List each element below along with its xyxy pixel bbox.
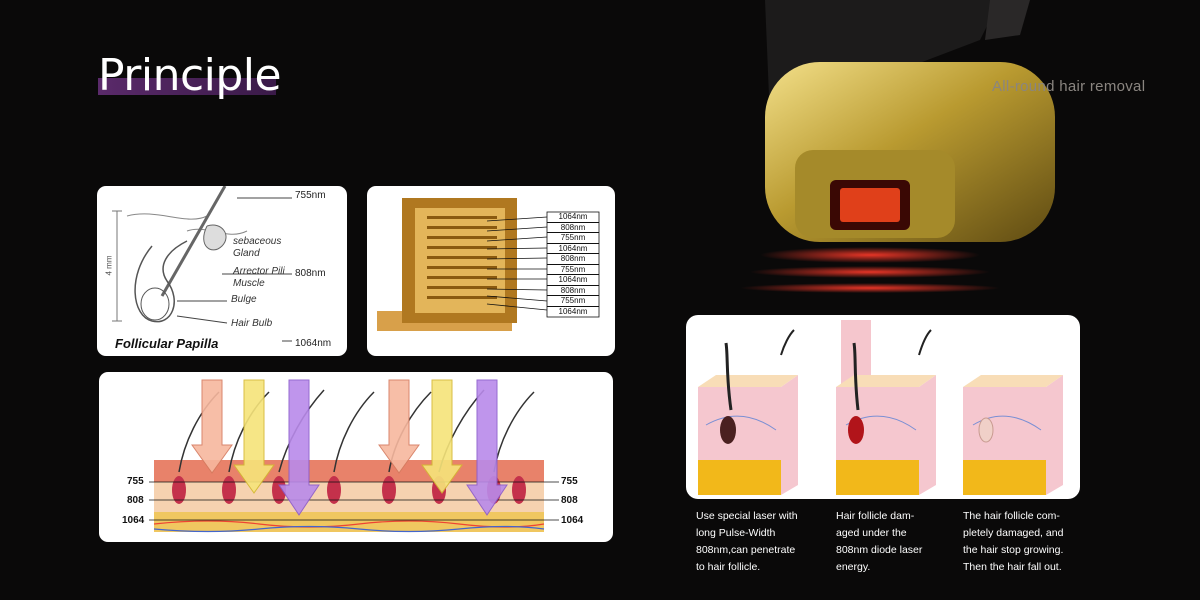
label-1064nm: 1064nm [295, 338, 332, 349]
caption-stage-3: The hair follicle com- pletely damaged, … [963, 510, 1064, 573]
treatment-stages-illustration [698, 320, 1063, 495]
depth-label-1064-left: 1064 [122, 515, 145, 526]
skin-layers-diagram [149, 379, 559, 533]
wavelength-cell: 1064nm [547, 244, 599, 254]
page-title-block: Principle [98, 48, 288, 108]
stage-1 [698, 329, 798, 495]
diode-stack-card: 1064nm 808nm 755nm 1064nm 808nm 755nm 10… [367, 186, 615, 356]
depth-label-1064-right: 1064 [561, 515, 584, 526]
tagline: All-round hair removal [992, 78, 1146, 95]
caption-stage-1: Use special laser with long Pulse-Width … [696, 510, 798, 573]
wavelength-cell: 755nm [547, 233, 599, 244]
wavelength-cell: 1064nm [547, 212, 599, 223]
label-muscle: Muscle [233, 278, 265, 289]
wavelength-cell: 1064nm [547, 275, 599, 286]
wavelength-cell: 755nm [547, 296, 599, 307]
stage-2 [836, 320, 936, 495]
wavelength-cell: 808nm [547, 223, 599, 233]
stage-3 [963, 375, 1063, 495]
wavelength-cell: 755nm [547, 265, 599, 275]
diode-stack-illustration [377, 198, 600, 331]
laser-handpiece [740, 0, 1055, 293]
treatment-stages-card [686, 315, 1080, 499]
label-gland: Gland [233, 248, 260, 259]
wavelength-cell: 808nm [547, 286, 599, 296]
depth-label-755-right: 755 [561, 476, 578, 487]
label-bulge: Bulge [231, 294, 257, 305]
follicle-anatomy-card: 755nm sebaceous Gland Arrector Pili Musc… [97, 186, 347, 356]
label-755nm: 755nm [295, 190, 326, 201]
label-follicular-papilla: Follicular Papilla [115, 336, 219, 351]
label-arrector-pili: Arrector Pili [233, 266, 285, 277]
title-underline [98, 78, 276, 95]
penetration-depth-card: 755 808 1064 755 808 1064 [99, 372, 613, 542]
depth-label-755-left: 755 [127, 476, 144, 487]
caption-stage-2: Hair follicle dam- aged under the 808nm … [836, 510, 923, 573]
label-sebaceous: sebaceous [233, 236, 282, 247]
depth-label-808-right: 808 [561, 495, 578, 506]
label-4mm: 4 mm [104, 255, 114, 276]
label-hair-bulb: Hair Bulb [231, 318, 273, 329]
wavelength-list: 1064nm 808nm 755nm 1064nm 808nm 755nm 10… [547, 212, 599, 317]
wavelength-cell: 1064nm [558, 306, 588, 316]
wavelength-cell: 808nm [547, 254, 599, 265]
label-808nm: 808nm [295, 268, 326, 279]
depth-label-808-left: 808 [127, 495, 144, 506]
page-title: Principle [98, 50, 282, 101]
follicle-diagram [112, 186, 292, 342]
